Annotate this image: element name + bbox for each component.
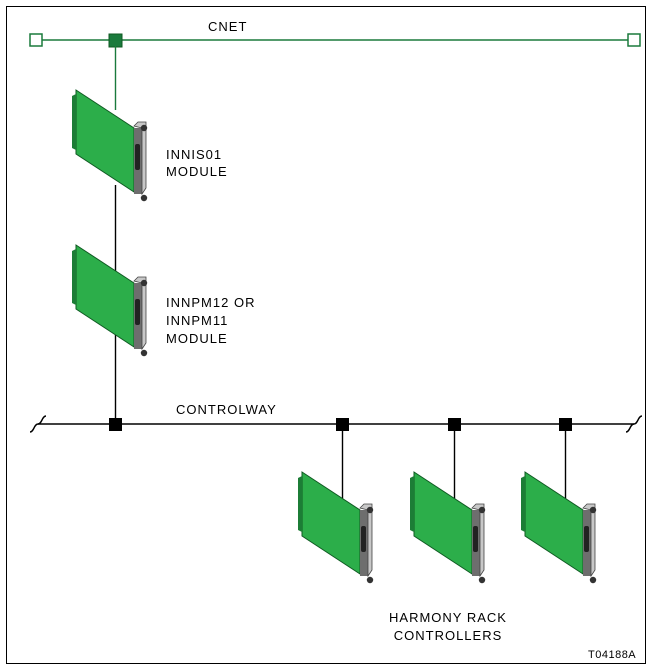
controlway-node [448, 418, 461, 431]
cnet-right-terminator [627, 33, 641, 47]
controlway-bus [29, 415, 643, 508]
controlway-node [109, 418, 122, 431]
harmony-rack-controller-card [298, 471, 374, 584]
cnet-node [108, 33, 123, 48]
controlway-label: CONTROLWAY [176, 402, 277, 417]
innpm-module-card [72, 244, 148, 357]
innis01-module-card [72, 89, 148, 202]
controlway-right-break [625, 415, 643, 433]
innpm-label-line3: MODULE [166, 331, 228, 346]
rack-label-line1: HARMONY RACK [389, 610, 507, 625]
controlway-node [336, 418, 349, 431]
diagram-frame [6, 6, 646, 664]
harmony-rack-controller-card [521, 471, 597, 584]
harmony-rack-controller-card [410, 471, 486, 584]
cnet-label: CNET [208, 19, 248, 34]
controlway-left-break [29, 415, 47, 433]
innpm-label-line2: INNPM11 [166, 313, 229, 328]
innis01-label-line2: MODULE [166, 164, 228, 179]
cnet-bus [29, 33, 641, 110]
cnet-left-terminator [29, 33, 43, 47]
innis01-label-line1: INNIS01 [166, 147, 223, 162]
figure-id: T04188A [588, 649, 637, 661]
innpm-label-line1: INNPM12 OR [166, 295, 256, 310]
rack-label-line2: CONTROLLERS [393, 628, 503, 643]
controlway-node [559, 418, 572, 431]
